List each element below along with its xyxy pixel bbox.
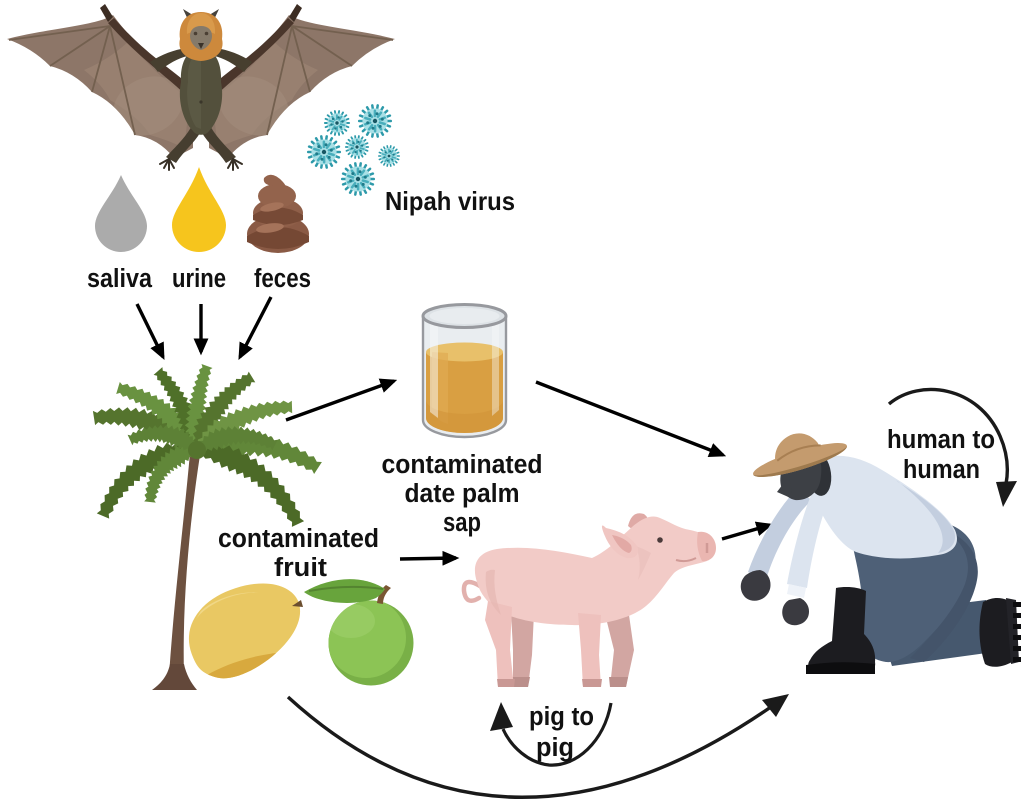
svg-text:pig: pig xyxy=(536,734,574,762)
svg-text:human: human xyxy=(903,456,980,484)
svg-text:human to: human to xyxy=(887,426,995,454)
svg-text:date palm: date palm xyxy=(405,480,520,508)
svg-text:feces: feces xyxy=(254,265,311,293)
svg-text:contaminated: contaminated xyxy=(218,525,379,553)
svg-text:contaminated: contaminated xyxy=(382,451,543,479)
svg-text:urine: urine xyxy=(172,265,226,293)
svg-text:pig to: pig to xyxy=(529,703,594,731)
svg-text:fruit: fruit xyxy=(274,554,328,582)
svg-text:saliva: saliva xyxy=(87,265,153,293)
svg-text:sap: sap xyxy=(443,509,481,537)
svg-text:Nipah virus: Nipah virus xyxy=(385,186,515,216)
